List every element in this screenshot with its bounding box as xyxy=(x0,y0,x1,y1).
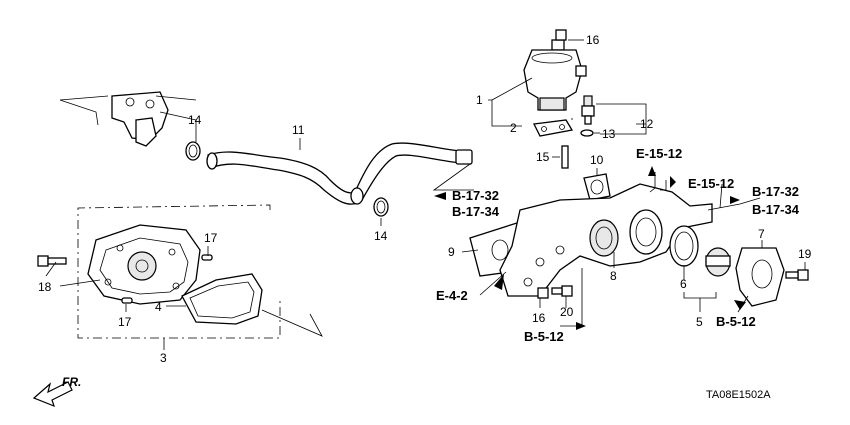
callout-18: 18 xyxy=(38,280,52,294)
callout-16a: 16 xyxy=(586,33,600,47)
ref-b1732-right: B-17-32 xyxy=(752,184,799,199)
callout-17b: 17 xyxy=(118,315,132,329)
o-ring-lower xyxy=(373,197,389,217)
thermostat-seal xyxy=(669,225,699,267)
callout-11: 11 xyxy=(292,123,305,137)
dowel-pin-a xyxy=(201,254,213,261)
ref-e42: E-4-2 xyxy=(436,288,468,303)
callout-19: 19 xyxy=(798,247,812,261)
callout-5: 5 xyxy=(696,315,703,329)
callout-3: 3 xyxy=(160,351,167,365)
callout-17a: 17 xyxy=(204,231,218,245)
reference-codes: B-17-32 B-17-34 E-15-12 E-15-12 B-17-32 … xyxy=(434,146,800,344)
water-hose xyxy=(206,142,473,205)
bolt-20 xyxy=(551,285,573,297)
callout-9: 9 xyxy=(448,245,455,259)
callout-1: 1 xyxy=(476,93,483,107)
o-ring-upper xyxy=(185,141,201,161)
callout-6: 6 xyxy=(680,277,687,291)
thermostat-cover xyxy=(735,247,785,307)
bolt-16-lower xyxy=(537,287,549,299)
temperature-sensor xyxy=(581,95,595,125)
callout-16b: 16 xyxy=(532,311,546,325)
callout-14b: 14 xyxy=(374,229,388,243)
upper-mount-bracket xyxy=(59,91,197,147)
callout-numbers: 1 2 3 4 5 6 7 8 9 10 11 12 13 14 14 15 1… xyxy=(38,33,812,365)
diagram-code: TA08E1502A xyxy=(706,389,771,401)
callout-20: 20 xyxy=(560,305,574,319)
outlet-gasket xyxy=(583,173,611,201)
thermostat xyxy=(705,247,731,277)
ref-b1734-left: B-17-34 xyxy=(452,204,500,219)
callout-7: 7 xyxy=(758,227,765,241)
valve-gasket xyxy=(533,119,574,137)
front-direction-arrow: FR. xyxy=(32,375,81,408)
ref-b512-right: B-5-12 xyxy=(716,314,756,329)
callout-2: 2 xyxy=(510,121,517,135)
bolt-16-upper xyxy=(555,29,567,41)
callout-15: 15 xyxy=(536,150,550,164)
water-pump-gasket xyxy=(181,273,263,325)
direction-label: FR. xyxy=(62,375,81,389)
bolt-18 xyxy=(37,255,67,267)
callout-4: 4 xyxy=(155,300,162,314)
water-outlet-housing xyxy=(499,183,713,297)
ref-e1512-top: E-15-12 xyxy=(636,146,682,161)
callout-13: 13 xyxy=(602,127,616,141)
ref-b512-bottom: B-5-12 xyxy=(524,329,564,344)
bolt-19 xyxy=(785,269,809,281)
dowel-pin-b xyxy=(121,297,133,304)
water-pump xyxy=(87,224,201,305)
ref-e1512-right: E-15-12 xyxy=(688,176,734,191)
sensor-o-ring xyxy=(580,129,594,137)
stud-bolt xyxy=(561,145,569,169)
callout-8: 8 xyxy=(610,269,617,283)
valve-assembly xyxy=(523,39,587,111)
water-pump-assembly-box xyxy=(77,204,281,339)
ref-b1734-right: B-17-34 xyxy=(752,202,800,217)
callout-10: 10 xyxy=(590,153,604,167)
callout-14a: 14 xyxy=(188,113,202,127)
callout-12: 12 xyxy=(640,117,654,131)
ref-b1732-left: B-17-32 xyxy=(452,188,499,203)
